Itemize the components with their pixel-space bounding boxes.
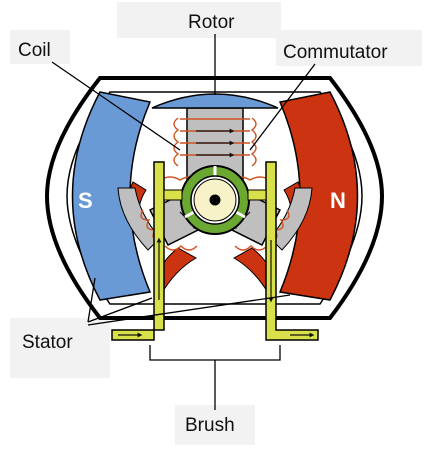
stator-label: Stator xyxy=(22,332,73,353)
brush-label-box xyxy=(175,405,255,445)
brush-right-contact xyxy=(247,189,267,201)
brush-current-arrows xyxy=(118,237,315,338)
commutator-label-box xyxy=(276,30,422,66)
brush-left xyxy=(111,161,165,341)
rotor-cap-top xyxy=(151,93,279,109)
rotor-label: Rotor xyxy=(188,12,235,33)
south-pole-label: S xyxy=(78,188,93,213)
brush-left-contact xyxy=(163,189,183,201)
coil-label: Coil xyxy=(18,40,51,61)
coil-label-box xyxy=(10,30,70,64)
brush-right xyxy=(265,161,319,341)
commutator-label: Commutator xyxy=(283,42,388,63)
leader-lines xyxy=(51,34,316,410)
north-pole-label: N xyxy=(330,188,346,213)
brush-label: Brush xyxy=(185,415,235,436)
stator-label-box xyxy=(10,318,110,378)
commutator-gaps xyxy=(184,166,246,219)
shaft-center xyxy=(209,194,221,206)
rotor-label-box xyxy=(117,2,281,38)
south-magnet xyxy=(71,91,152,301)
north-magnet xyxy=(278,91,359,301)
